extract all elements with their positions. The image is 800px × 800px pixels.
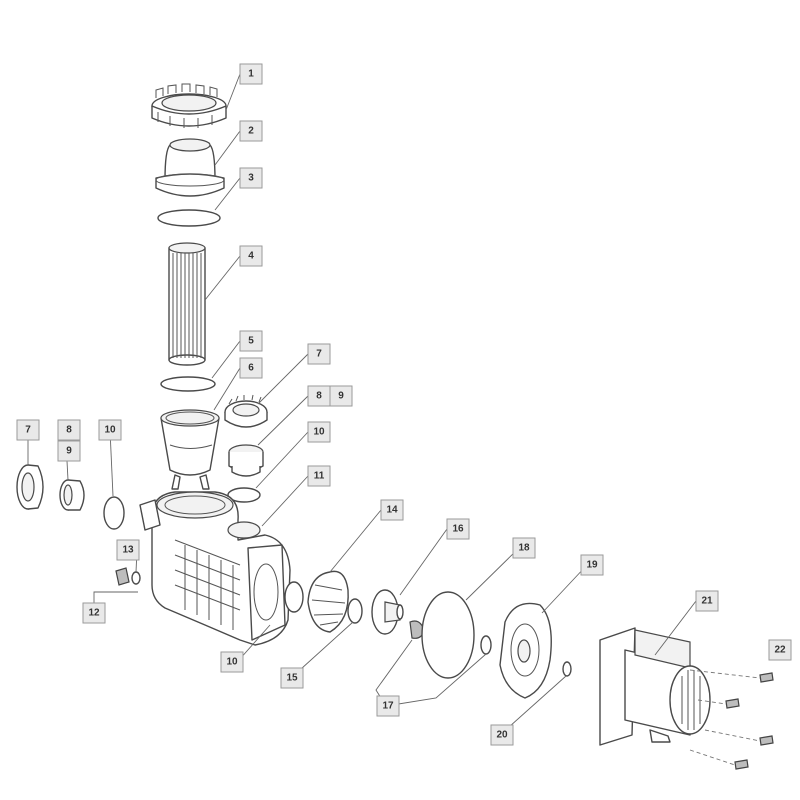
svg-text:4: 4	[248, 251, 254, 262]
part-label-22[interactable]: 22	[768, 639, 792, 661]
part-label-2[interactable]: 2	[239, 120, 263, 142]
svg-text:1: 1	[248, 69, 254, 80]
part-lid-oring	[157, 209, 221, 227]
part-oring-upper	[227, 487, 261, 503]
part-union-connector-upper	[228, 444, 264, 477]
part-label-21[interactable]: 21	[695, 590, 719, 612]
part-label-18[interactable]: 18	[512, 537, 536, 559]
part-label-1[interactable]: 1	[239, 63, 263, 85]
part-label-8-upper[interactable]: 8	[307, 385, 331, 407]
svg-text:18: 18	[518, 543, 530, 554]
part-label-16[interactable]: 16	[446, 518, 470, 540]
svg-text:10: 10	[226, 657, 238, 668]
svg-text:16: 16	[452, 524, 464, 535]
part-union-connector-left	[59, 479, 85, 511]
svg-text:2: 2	[248, 126, 254, 137]
svg-text:8: 8	[316, 391, 322, 402]
part-seal-plate-oring	[421, 591, 475, 679]
part-drain-plug	[115, 567, 141, 586]
leader-lines	[27, 73, 697, 736]
part-seal	[347, 598, 363, 624]
part-mechanical-seal	[409, 620, 492, 655]
part-impeller	[371, 589, 404, 635]
part-label-12[interactable]: 12	[82, 602, 106, 624]
screw-assembly-lines	[689, 669, 761, 766]
svg-text:8: 8	[66, 425, 72, 436]
part-label-13[interactable]: 13	[116, 539, 140, 561]
svg-text:10: 10	[104, 425, 116, 436]
svg-text:19: 19	[586, 560, 598, 571]
part-motor	[599, 627, 711, 746]
callout-labels: 1 2 3 4 5 6 7 8 9 10 11 7 8 9 10 13 12 1…	[16, 63, 792, 746]
part-label-7-upper[interactable]: 7	[307, 343, 331, 365]
svg-text:21: 21	[701, 596, 713, 607]
part-label-10-lower[interactable]: 10	[220, 651, 244, 673]
part-label-11[interactable]: 11	[307, 465, 331, 487]
svg-text:22: 22	[774, 645, 786, 656]
part-label-5[interactable]: 5	[239, 330, 263, 352]
svg-text:6: 6	[248, 363, 254, 374]
part-label-4[interactable]: 4	[239, 245, 263, 267]
part-label-7-left[interactable]: 7	[16, 419, 40, 441]
part-label-8-left[interactable]: 8	[57, 419, 81, 441]
part-oring-left	[103, 496, 125, 530]
part-ring	[160, 376, 216, 392]
part-strainer-cartridge	[168, 242, 206, 366]
part-label-10-upper[interactable]: 10	[307, 421, 331, 443]
svg-text:14: 14	[386, 505, 398, 516]
part-diffuser	[307, 570, 349, 633]
part-label-10-left[interactable]: 10	[98, 419, 122, 441]
svg-text:20: 20	[496, 730, 508, 741]
svg-text:3: 3	[248, 173, 254, 184]
part-lid-locking-ring	[151, 83, 227, 128]
svg-text:9: 9	[338, 391, 344, 402]
part-union-nut-upper	[224, 394, 268, 428]
part-label-19[interactable]: 19	[580, 554, 604, 576]
svg-text:10: 10	[313, 427, 325, 438]
svg-text:5: 5	[248, 336, 254, 347]
svg-text:7: 7	[316, 349, 322, 360]
part-strainer-basket	[160, 409, 220, 490]
part-pump-body	[139, 491, 291, 646]
part-label-20[interactable]: 20	[490, 724, 514, 746]
part-label-17[interactable]: 17	[376, 695, 400, 717]
part-lid	[155, 138, 225, 197]
svg-text:7: 7	[25, 425, 31, 436]
part-label-15[interactable]: 15	[280, 667, 304, 689]
part-label-3[interactable]: 3	[239, 167, 263, 189]
part-oring-volute	[284, 581, 304, 613]
svg-text:12: 12	[88, 608, 100, 619]
part-washer	[562, 661, 572, 677]
svg-text:13: 13	[122, 545, 134, 556]
part-label-6[interactable]: 6	[239, 357, 263, 379]
part-union-nut-left	[16, 464, 44, 510]
svg-text:11: 11	[314, 471, 325, 482]
part-seal-plate	[499, 602, 552, 699]
svg-text:17: 17	[382, 701, 394, 712]
part-screws	[725, 672, 774, 770]
svg-text:15: 15	[286, 673, 298, 684]
part-label-14[interactable]: 14	[380, 499, 404, 521]
svg-text:9: 9	[66, 446, 72, 457]
part-label-9-left[interactable]: 9	[57, 440, 81, 462]
part-label-9-upper[interactable]: 9	[329, 385, 353, 407]
